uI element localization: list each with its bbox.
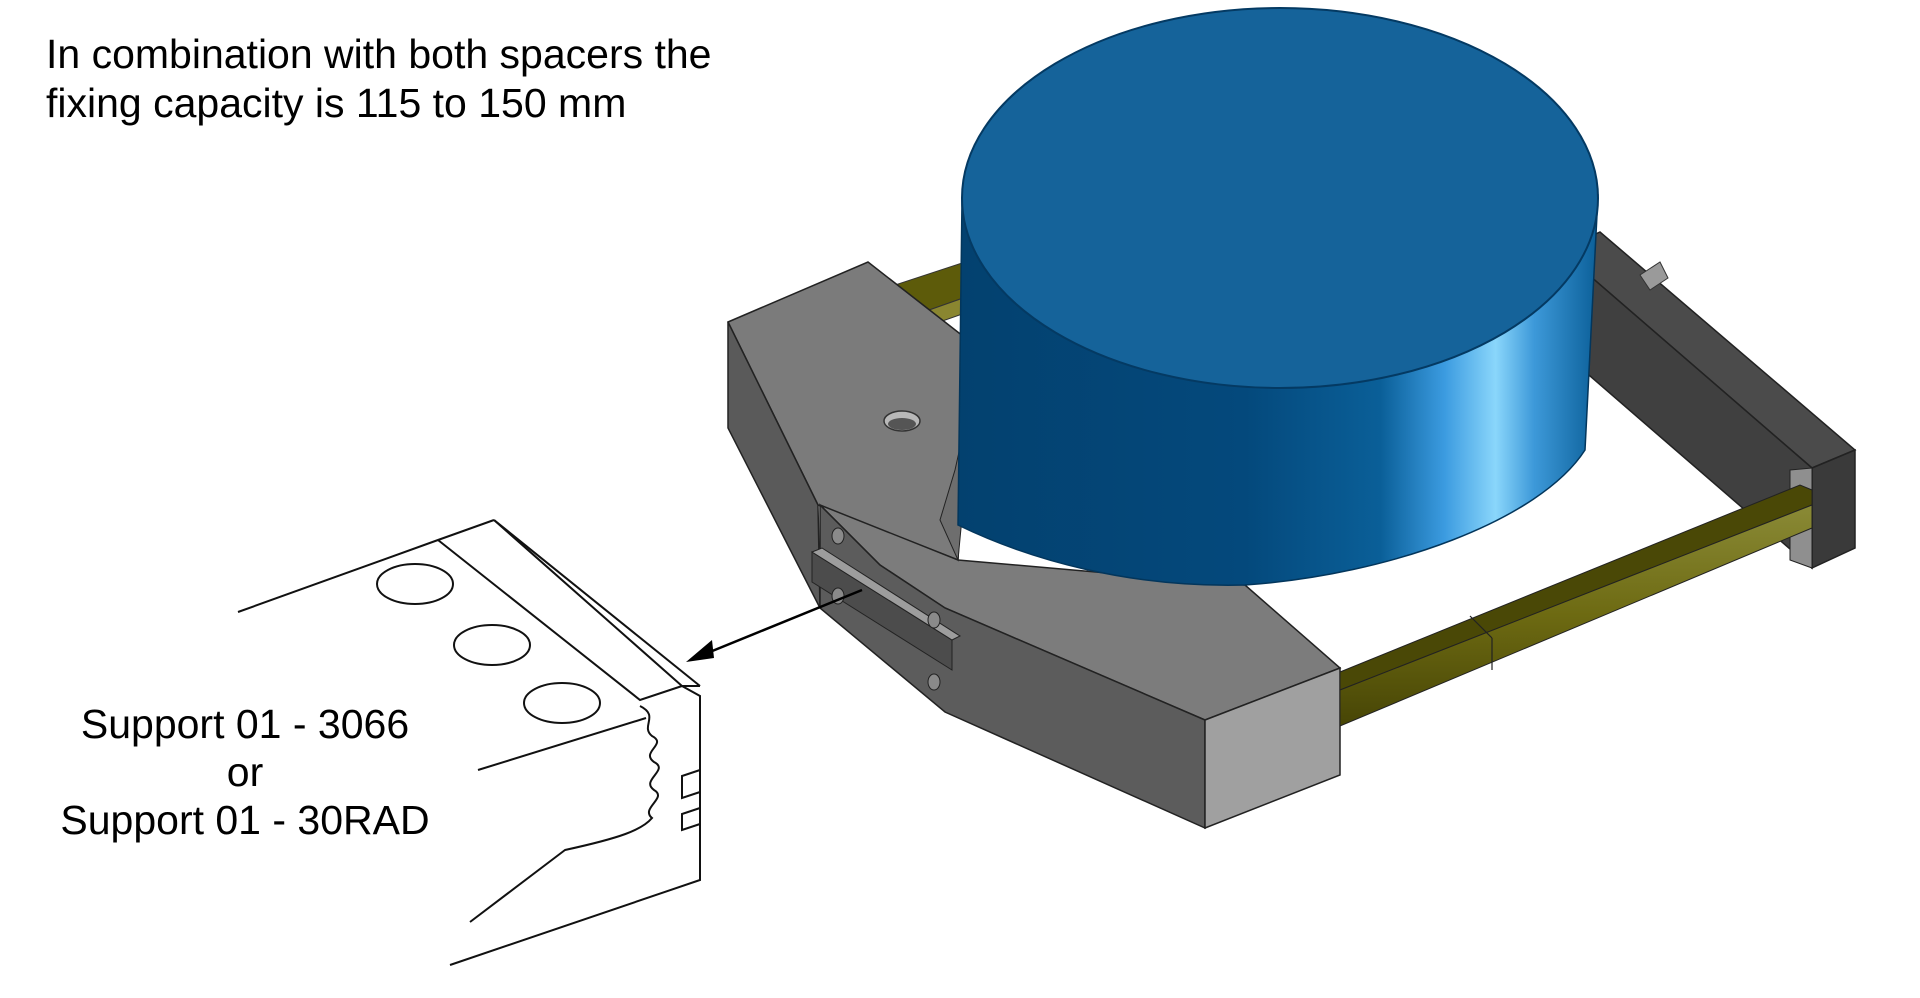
support-label-line-1: Support 01 - 3066 bbox=[80, 701, 410, 747]
support-line-drawing bbox=[237, 519, 701, 966]
left-clamp-jaw bbox=[726, 261, 1342, 830]
jaw-hole-icon bbox=[883, 410, 921, 432]
support-label-line-3: Support 01 - 30RAD bbox=[60, 797, 430, 843]
cylinder-workpiece bbox=[957, 7, 1599, 586]
right-jaw-bolt-icon bbox=[1639, 261, 1669, 291]
capacity-caption: In combination with both spacers the fix… bbox=[46, 30, 712, 128]
caption-line-2: fixing capacity is 115 to 150 mm bbox=[46, 80, 627, 126]
support-label: Support 01 - 3066 or Support 01 - 30RAD bbox=[30, 700, 460, 844]
arrow-icon bbox=[686, 588, 863, 662]
support-label-line-2: or bbox=[226, 749, 264, 795]
front-spacer-rod bbox=[1339, 484, 1813, 727]
caption-line-1: In combination with both spacers the bbox=[46, 31, 712, 77]
dovetail-slot bbox=[810, 547, 962, 671]
